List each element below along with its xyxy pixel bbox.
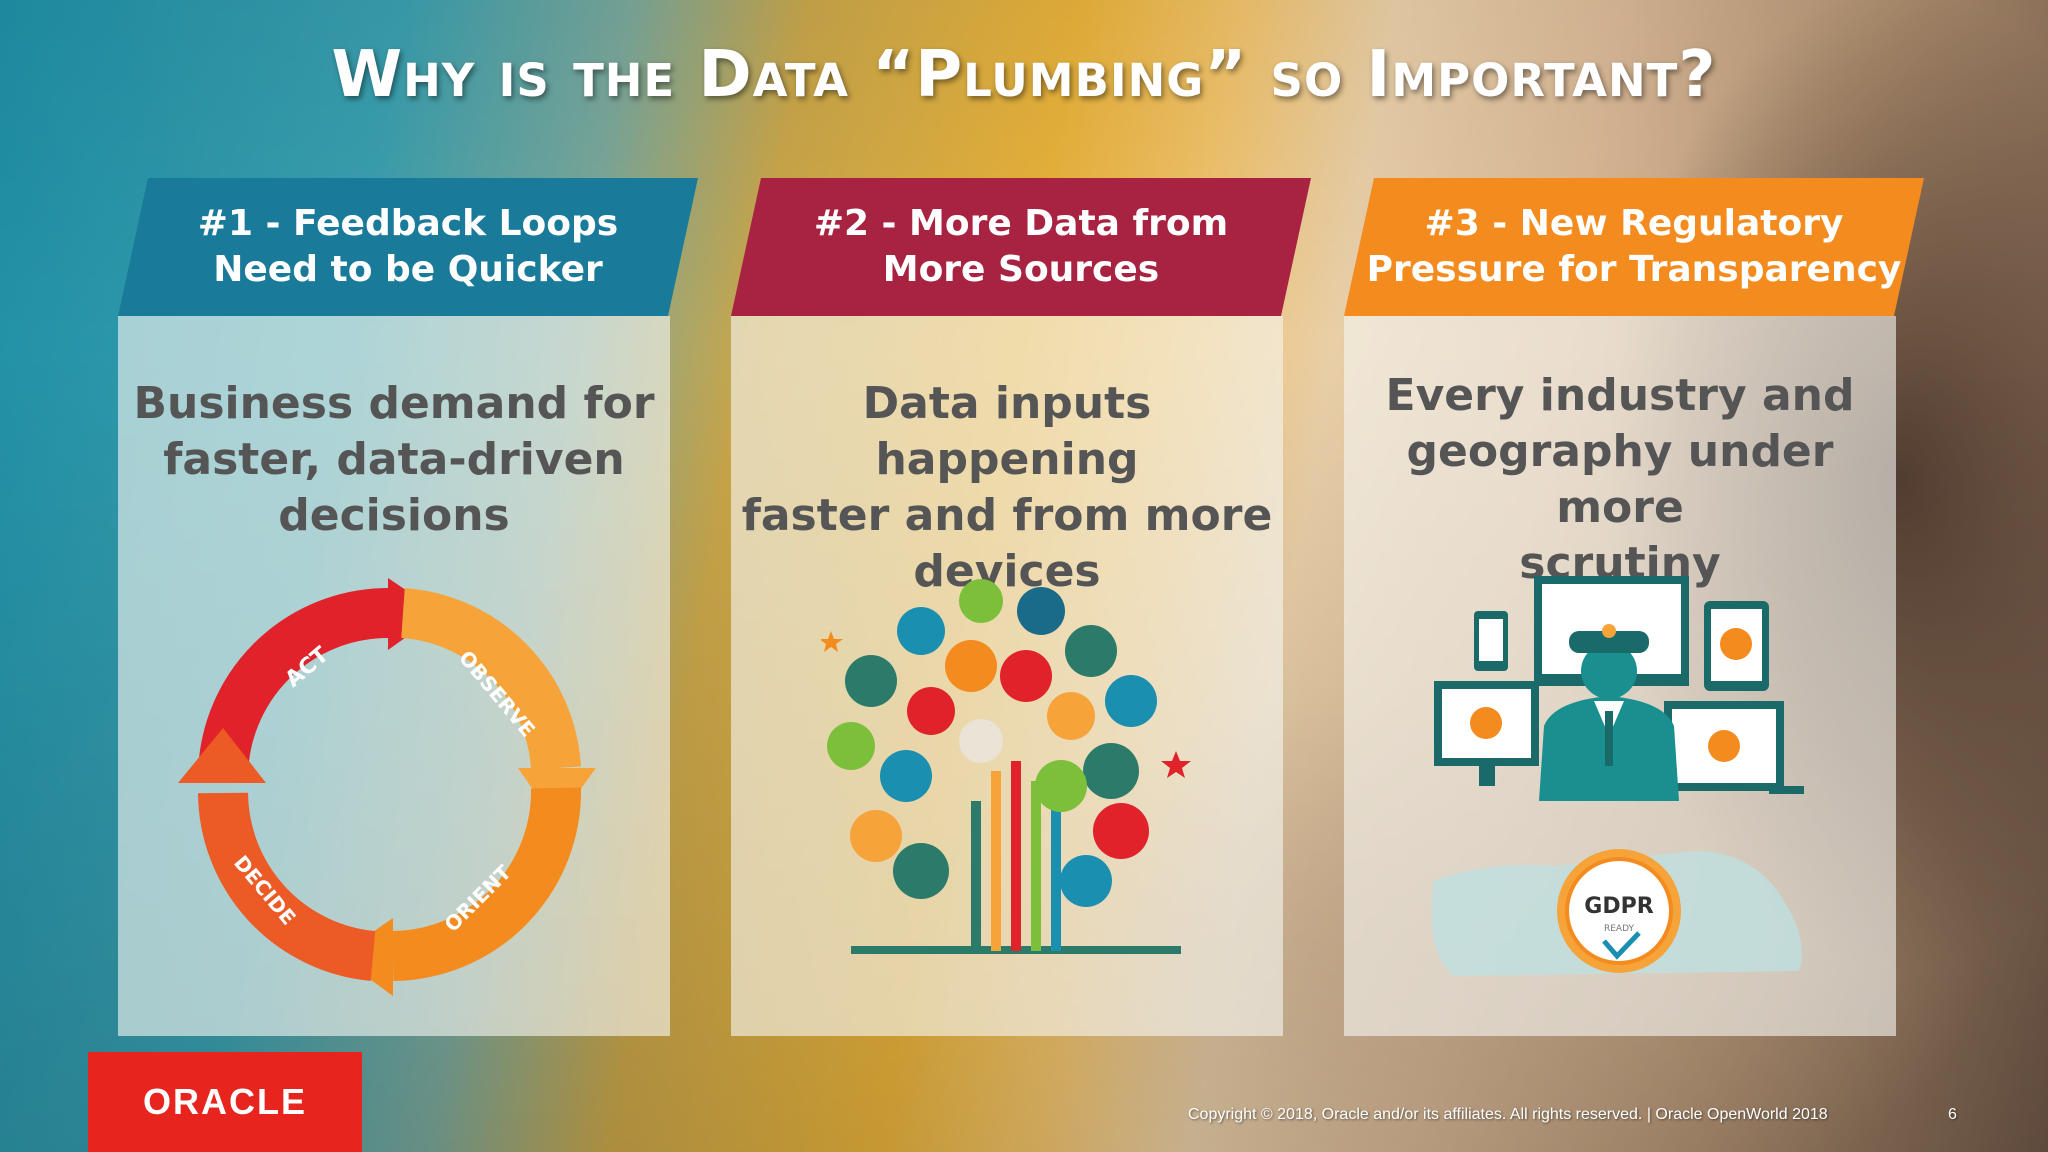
banner-regulatory: #3 - New Regulatory Pressure for Transpa… xyxy=(1344,178,1924,316)
panel-body-text: Data inputs happening faster and from mo… xyxy=(731,376,1283,600)
panel-more-data: Data inputs happening faster and from mo… xyxy=(731,316,1283,1036)
body-line: geography under more xyxy=(1406,426,1834,533)
banner-line-2: Pressure for Transparency xyxy=(1366,249,1902,290)
body-line: faster and from more xyxy=(741,490,1273,541)
body-line: Data inputs happening xyxy=(862,378,1152,485)
banner-line-1: #2 - More Data from xyxy=(813,203,1229,244)
banner-line-2: More Sources xyxy=(882,249,1160,290)
body-line: Every industry and xyxy=(1385,370,1855,421)
banner-line-2: Need to be Quicker xyxy=(213,249,603,290)
gdpr-sub-label: READY xyxy=(1604,924,1635,934)
body-line: devices xyxy=(913,546,1101,597)
banner-feedback-loops: #1 - Feedback Loops Need to be Quicker xyxy=(118,178,698,316)
slide-title: Why is the Data “Plumbing” so Important? xyxy=(331,38,1717,112)
gdpr-badge-icon: GDPR READY xyxy=(1431,849,1802,976)
panel-feedback-loops: Business demand for faster, data-driven … xyxy=(118,316,670,1036)
banner-line-1: #1 - Feedback Loops xyxy=(197,203,619,244)
banner-more-data: #2 - More Data from More Sources xyxy=(731,178,1311,316)
panel-body-text: Every industry and geography under more … xyxy=(1344,368,1896,592)
banner-line-1: #3 - New Regulatory xyxy=(1424,203,1844,244)
ooda-cycle-icon: ACT OBSERVE ORIENT DECIDE xyxy=(178,578,596,996)
page-number: 6 xyxy=(1948,1106,1957,1123)
oracle-logo-text: ORACLE xyxy=(143,1081,307,1122)
body-line: Business demand for xyxy=(133,378,655,429)
data-sources-tree-icon xyxy=(821,579,1191,954)
panel-regulatory: Every industry and geography under more … xyxy=(1344,316,1896,1036)
copyright-text: Copyright © 2018, Oracle and/or its affi… xyxy=(1188,1106,1828,1123)
regulator-officer-icon xyxy=(1434,576,1804,801)
gdpr-label: GDPR xyxy=(1584,894,1653,919)
panel-body-text: Business demand for faster, data-driven … xyxy=(118,376,670,544)
body-line: decisions xyxy=(278,490,510,541)
oracle-logo[interactable]: ORACLE xyxy=(88,1052,362,1152)
body-line: faster, data-driven xyxy=(163,434,625,485)
